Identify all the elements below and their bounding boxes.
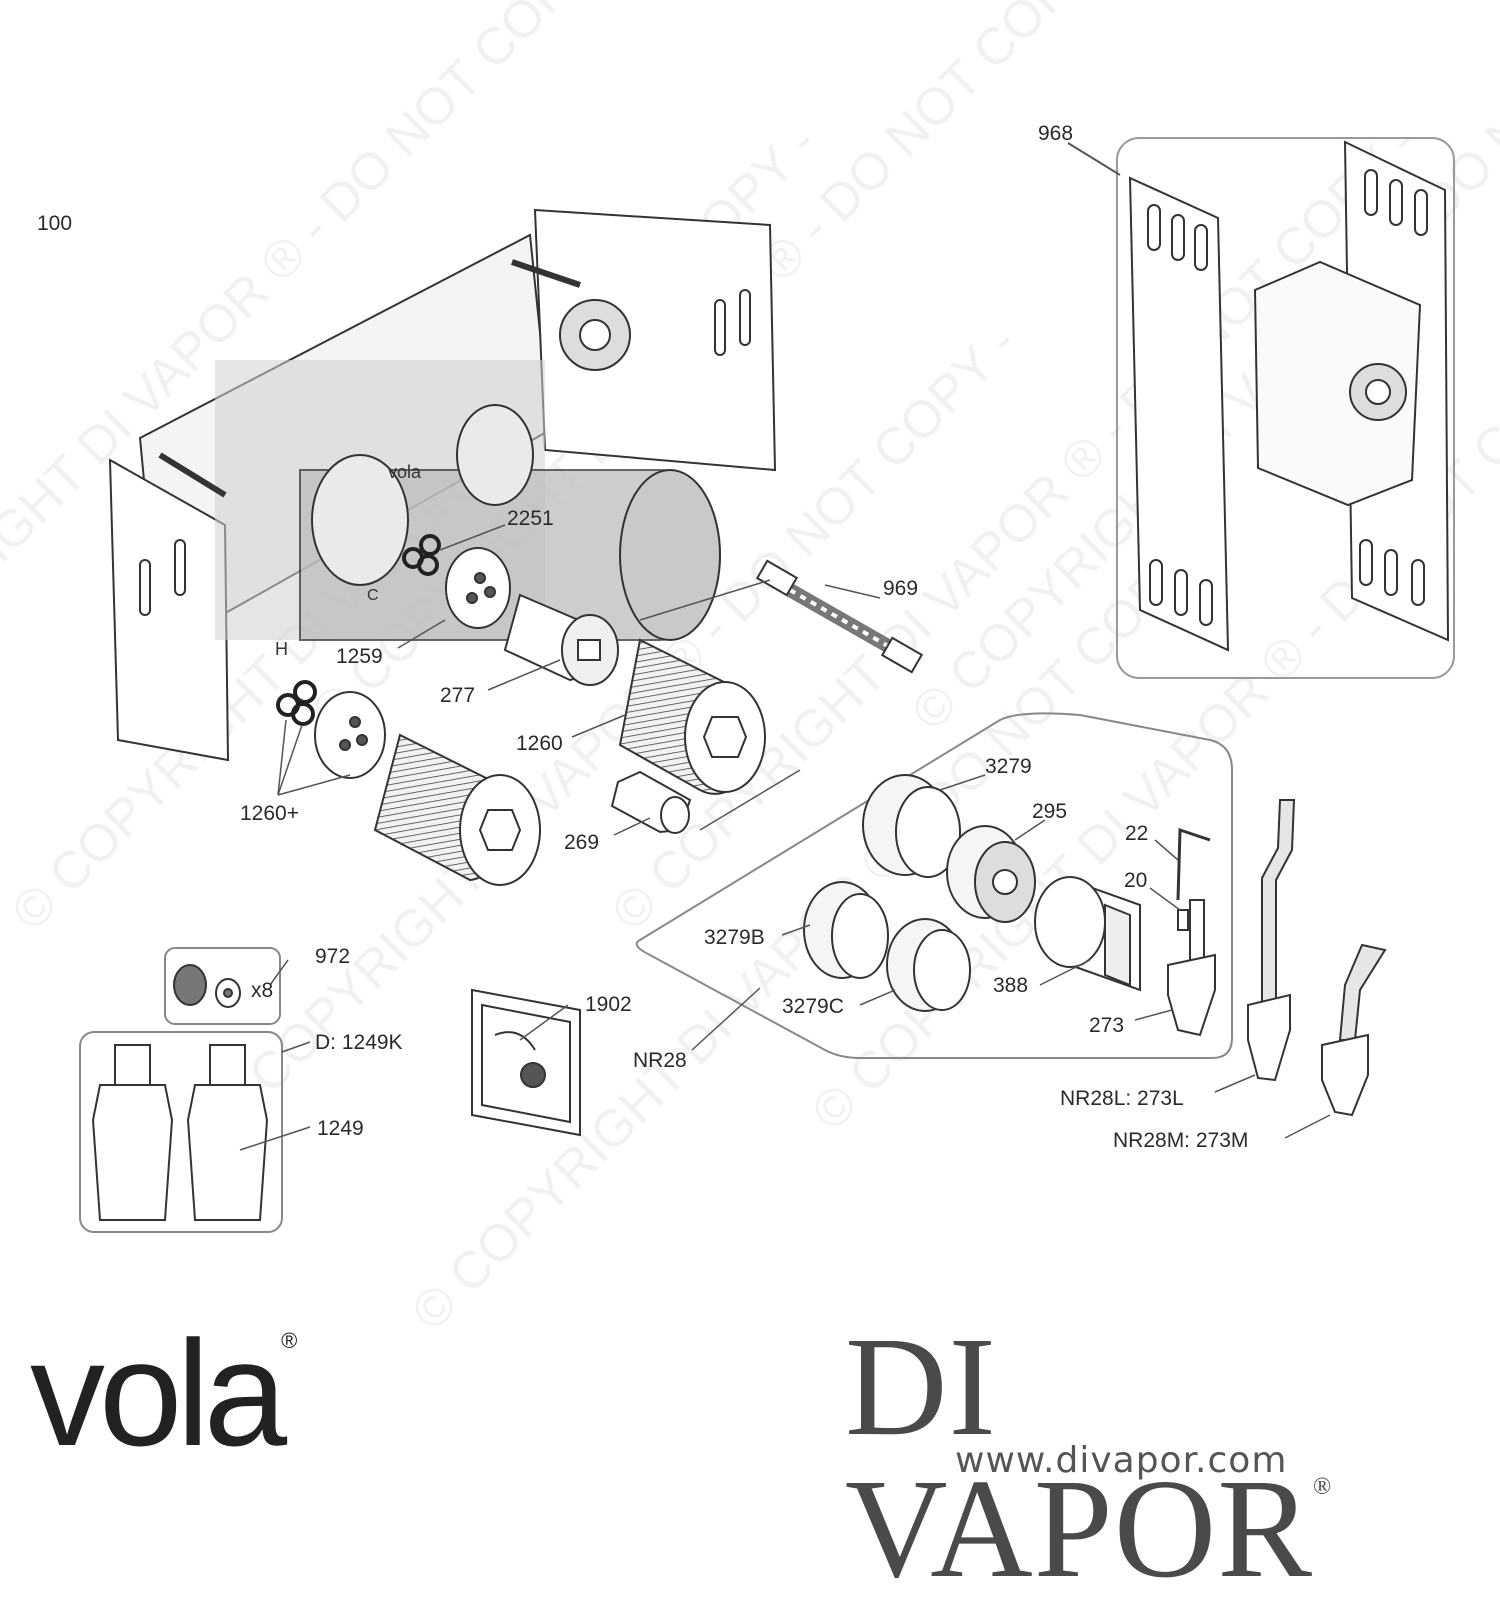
part-label-1260: 1260 <box>516 732 563 755</box>
part-label-2251: 2251 <box>507 507 554 530</box>
part-label-3279C: 3279C <box>782 995 844 1018</box>
lever-273L <box>1247 799 1296 1082</box>
lever-273 <box>1167 899 1216 1037</box>
part-label-969: 969 <box>883 577 919 600</box>
trim-ring-3279B <box>803 881 889 979</box>
part-label-3279B: 3279B <box>704 926 765 949</box>
trim-ring-3279C <box>886 918 971 1012</box>
quantity-label-x8: x8 <box>251 979 274 1002</box>
lever-273M <box>1321 943 1387 1117</box>
trim-ring-3279 <box>862 774 961 878</box>
screw-20 <box>1177 909 1189 931</box>
part-label-1902: 1902 <box>585 993 632 1016</box>
valve-body-hot-mark: H <box>275 639 288 659</box>
website-url: www.divapor.com <box>955 1440 1288 1481</box>
valve-body-logo: vola <box>388 462 422 482</box>
part-label-273: 273 <box>1089 1014 1125 1037</box>
cartridge-277 <box>503 593 619 686</box>
isolation-valves-1249 <box>79 1031 283 1233</box>
part-label-277: 277 <box>440 684 476 707</box>
part-label-NR28M: NR28M: 273M <box>1113 1129 1249 1152</box>
valve-body-cold-mark: C <box>367 587 379 604</box>
cartridge-1259 <box>445 547 511 629</box>
nr28-group-outline <box>635 712 1233 1059</box>
part-label-968: 968 <box>1038 122 1074 145</box>
part-label-22: 22 <box>1125 822 1149 845</box>
fixings-972 <box>164 947 281 1025</box>
o-rings-2251 <box>402 534 441 576</box>
o-rings-1260plus <box>276 680 317 726</box>
part-label-3279: 3279 <box>985 755 1032 778</box>
spindle-extension-969 <box>755 559 924 674</box>
part-label-1249K: D: 1249K <box>315 1031 403 1054</box>
sleeve-1260 <box>618 638 766 795</box>
adapter-295 <box>946 825 1036 923</box>
drawing-canvas: H C vola <box>79 137 1455 1233</box>
part-label-1259: 1259 <box>336 645 383 668</box>
instruction-card-1902 <box>471 988 581 1137</box>
cartridge-1260plus <box>314 691 386 779</box>
hex-adapter-269 <box>610 770 692 834</box>
part-label-295: 295 <box>1032 800 1068 823</box>
part-label-NR28: NR28 <box>633 1049 687 1072</box>
vola-logo: vola® <box>30 1309 298 1477</box>
leader-lines <box>239 524 1331 1151</box>
sleeve-1260plus <box>373 733 541 886</box>
part-label-100: 100 <box>37 212 73 235</box>
part-label-1249: 1249 <box>317 1117 364 1140</box>
part-label-NR28L: NR28L: 273L <box>1060 1087 1184 1110</box>
part-label-20: 20 <box>1124 869 1148 892</box>
part-label-269: 269 <box>564 831 600 854</box>
mounting-plates-968 <box>1067 137 1455 679</box>
hex-key-22 <box>1176 827 1211 901</box>
part-label-972: 972 <box>315 945 351 968</box>
part-label-388: 388 <box>993 974 1029 997</box>
valve-housing-100 <box>108 208 777 762</box>
part-label-1260plus: 1260+ <box>240 802 299 825</box>
cover-388 <box>1034 876 1141 992</box>
